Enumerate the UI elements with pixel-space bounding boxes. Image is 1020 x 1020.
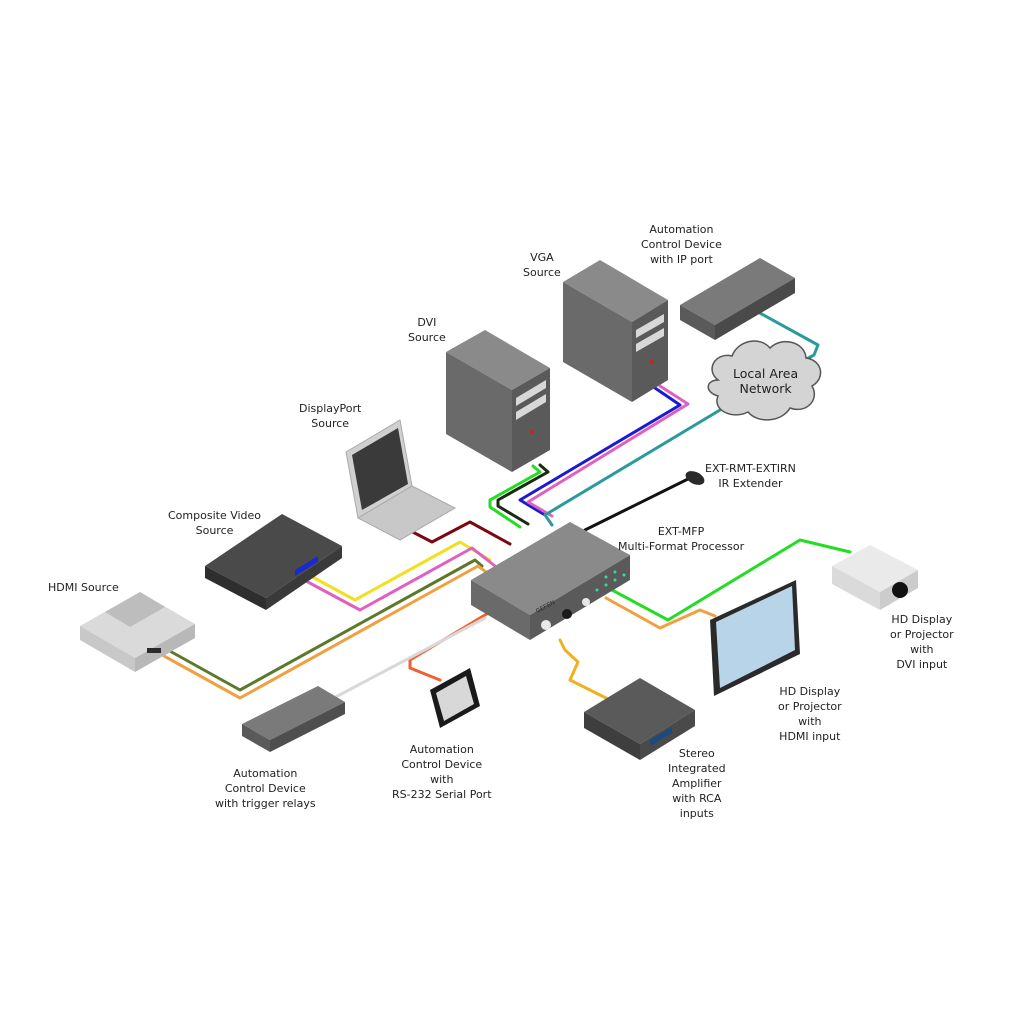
cable-hdmi-orange <box>162 564 488 700</box>
label-displayport-source: DisplayPort Source <box>299 402 362 430</box>
cable-out-amp-amber <box>558 638 612 702</box>
label-relays-device: Automation Control Device with trigger r… <box>215 767 316 810</box>
label-ext-mfp: EXT-MFP Multi-Format Processor <box>618 525 745 553</box>
cable-out-hdmi-orange <box>604 596 717 630</box>
cable-hdmi-olive <box>166 558 484 692</box>
displayport-laptop <box>345 419 457 541</box>
dvi-source-tower <box>446 330 550 472</box>
label-rs232-device: Automation Control Device with RS-232 Se… <box>392 743 492 801</box>
hdmi-source-device <box>80 592 195 672</box>
cable-ir-black <box>583 476 692 532</box>
label-hdmi-display: HD Display or Projector with HDMI input <box>778 685 842 743</box>
stereo-amplifier-device <box>584 678 695 760</box>
cable-composite-pink <box>291 546 497 612</box>
hdmi-display-tv <box>710 580 800 696</box>
vga-source-tower <box>563 260 668 402</box>
lan-cloud-icon <box>707 340 822 421</box>
label-amplifier: Stereo Integrated Amplifier with RCA inp… <box>668 747 726 820</box>
automation-ip-device <box>680 258 795 340</box>
label-ir-extender: EXT-RMT-EXTIRN IR Extender <box>705 462 796 490</box>
label-vga-source: VGA Source <box>523 251 561 279</box>
cable-vga-pink <box>526 384 690 518</box>
cable-out-relays <box>328 616 487 702</box>
label-dvi-display: HD Display or Projector with DVI input <box>890 613 954 671</box>
cable-dvi-dark <box>496 463 550 526</box>
cable-out-dvi-green <box>610 538 852 622</box>
label-lan: Local Area Network <box>733 366 799 396</box>
label-automation-ip: Automation Control Device with IP port <box>641 223 722 266</box>
cable-lan-teal <box>543 408 722 527</box>
rs232-touch-panel <box>430 668 480 728</box>
ir-extender-icon <box>685 471 705 485</box>
cable-dvi-green <box>488 464 542 529</box>
dvi-projector-device <box>832 545 918 610</box>
composite-source-device <box>205 514 342 610</box>
cable-vga-blue <box>518 386 682 517</box>
cable-dp-red <box>403 520 512 546</box>
ext-mfp-device: GEFEN <box>471 522 630 640</box>
label-composite-source: Composite Video Source <box>168 509 262 537</box>
automation-relays-device <box>242 686 345 752</box>
label-hdmi-source: HDMI Source <box>48 581 119 594</box>
label-dvi-source: DVI Source <box>408 316 446 344</box>
